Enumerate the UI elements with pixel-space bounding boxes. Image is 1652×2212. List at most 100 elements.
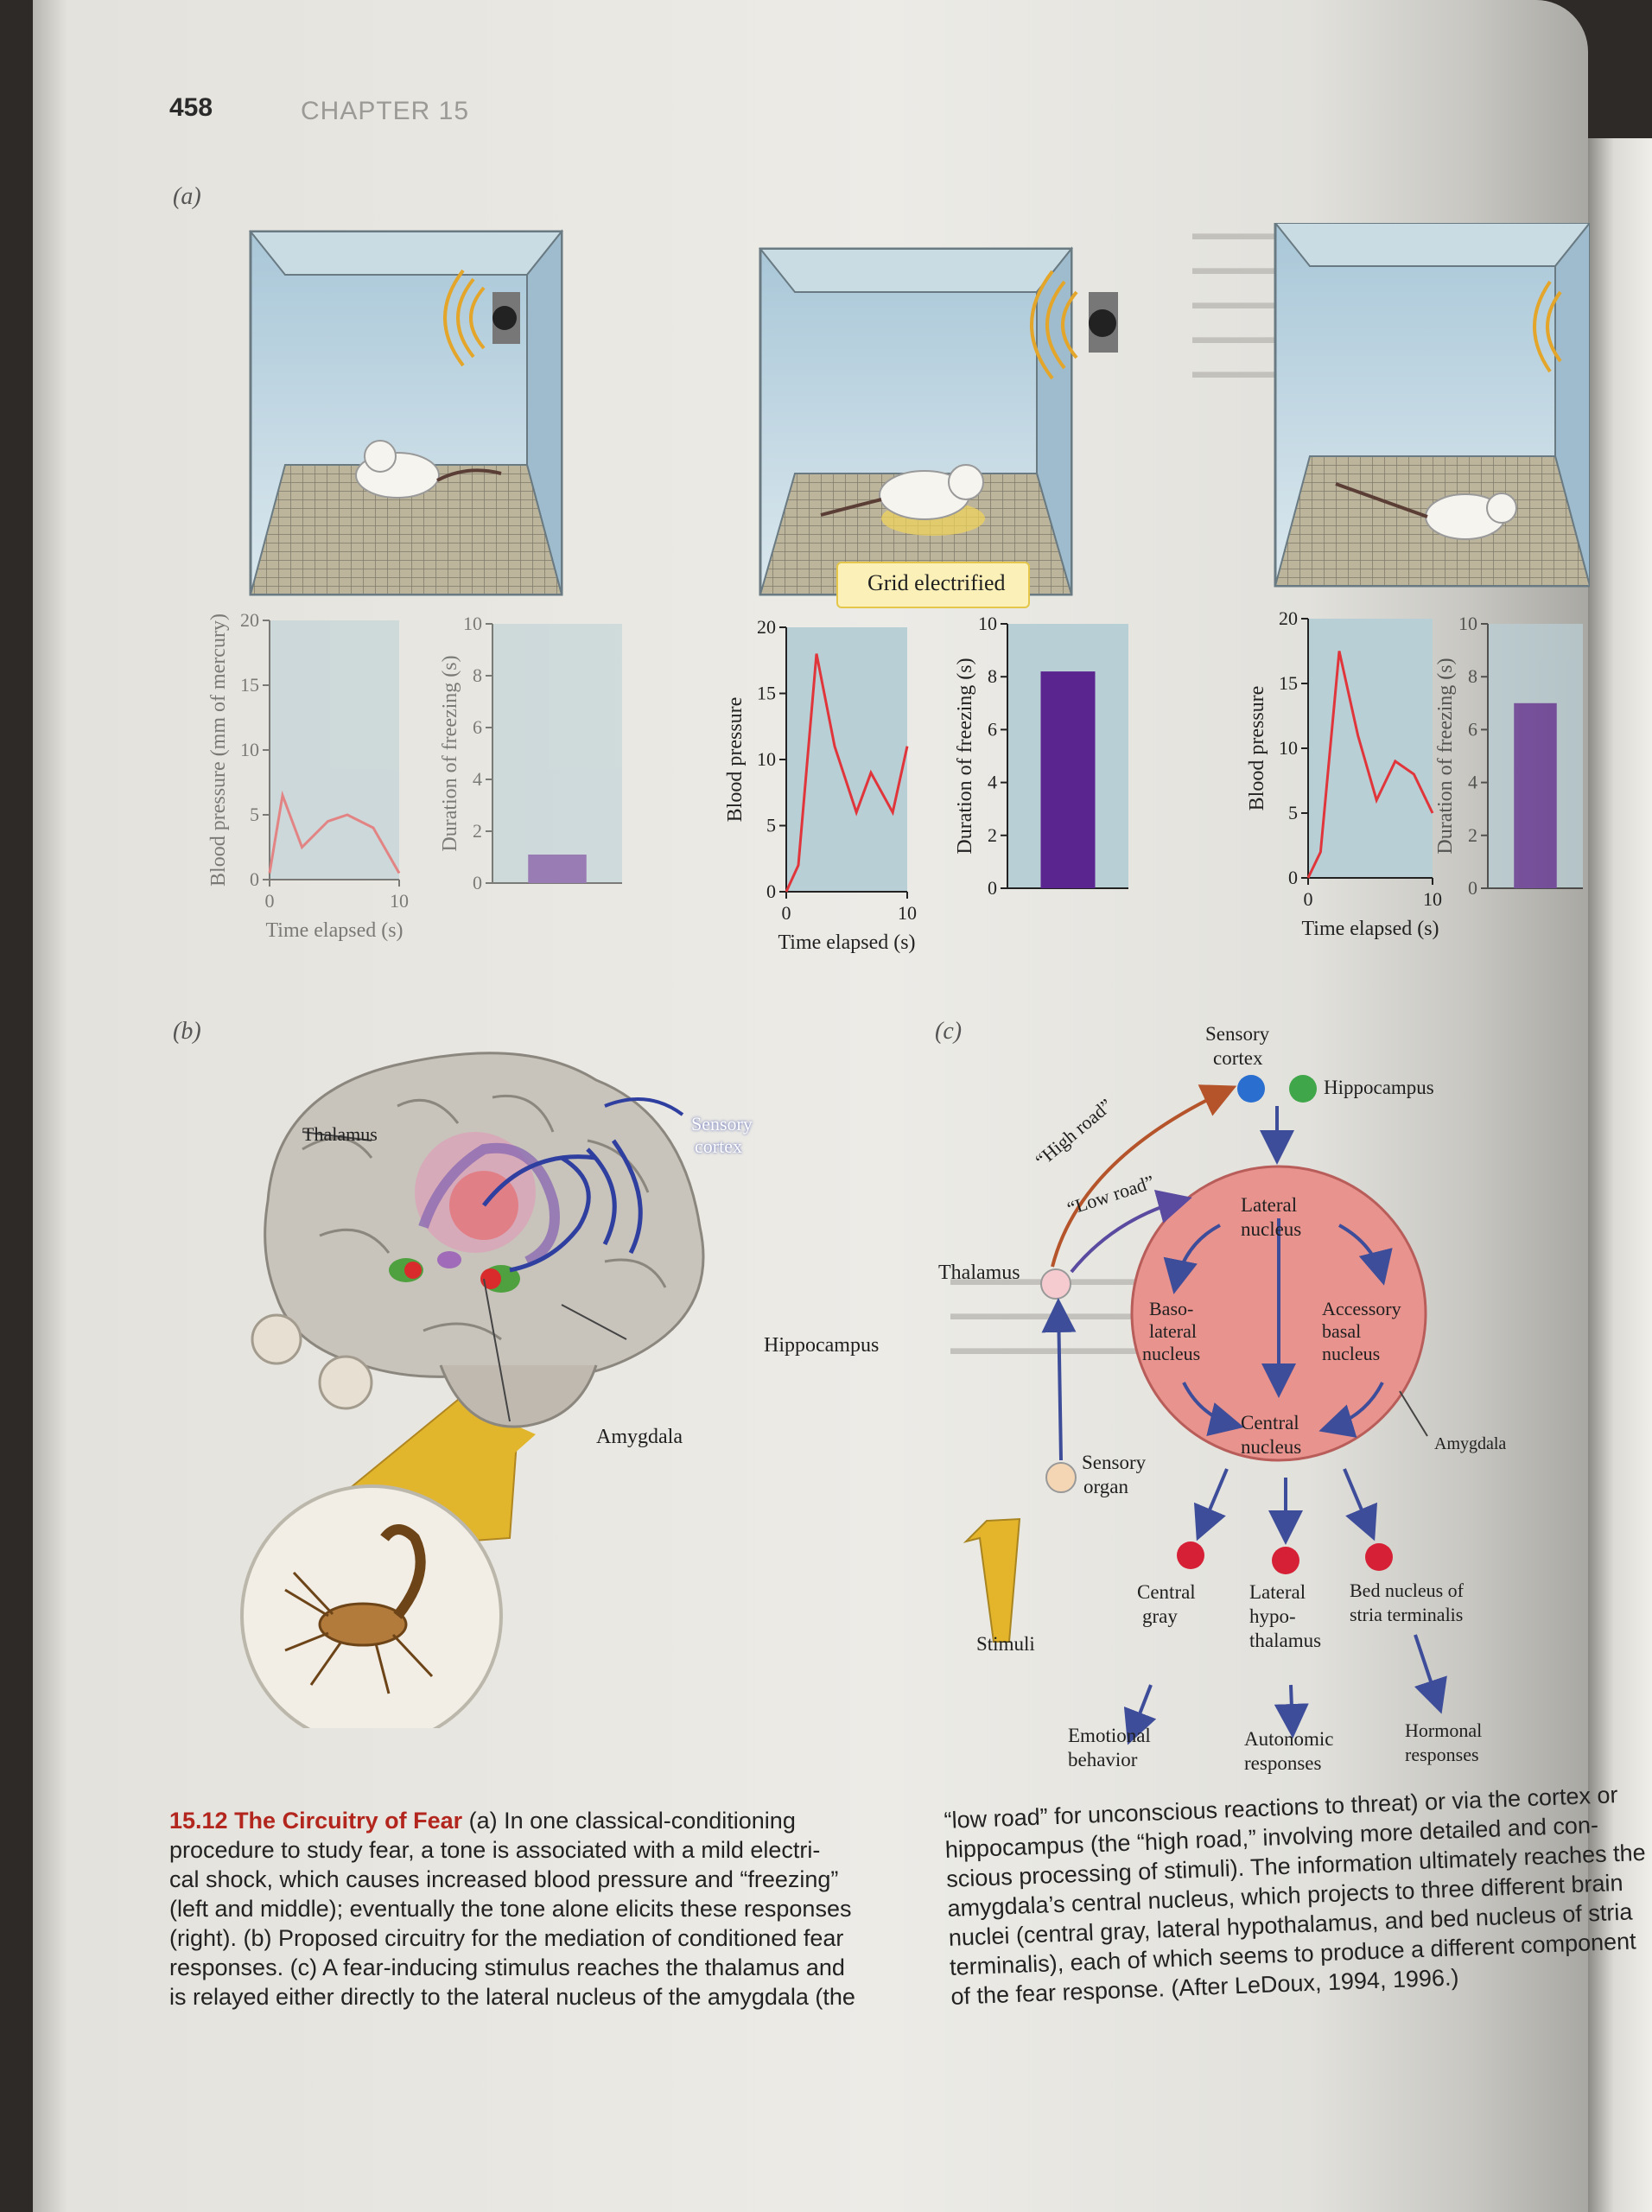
x-tick-label: 10 bbox=[1423, 888, 1442, 910]
circuit-label-sensory-cortex-2: cortex bbox=[1213, 1047, 1263, 1069]
y-tick-label: 10 bbox=[1458, 613, 1477, 634]
y-tick-label: 4 bbox=[1468, 772, 1477, 793]
y-tick-label: 5 bbox=[250, 804, 259, 825]
y-tick-label: 6 bbox=[473, 716, 482, 738]
blood-pressure-line bbox=[1306, 651, 1434, 879]
circuit-label-autonomic-responses: Autonomic bbox=[1244, 1728, 1334, 1750]
freezing-bar bbox=[528, 855, 587, 883]
thalamus-leader bbox=[302, 1131, 372, 1141]
circuit-label-amygdala: Amygdala bbox=[1434, 1434, 1507, 1453]
y-tick-label: 15 bbox=[1279, 672, 1298, 694]
x-tick-label: 0 bbox=[782, 902, 791, 924]
blood-pressure-line bbox=[268, 790, 401, 874]
x-axis-label: Time elapsed (s) bbox=[1301, 918, 1439, 940]
y-axis-label: Blood pressure (mm of mercury) bbox=[207, 613, 230, 887]
y-tick-label: 0 bbox=[1288, 867, 1298, 888]
circuit-label-basolateral-2: lateral bbox=[1149, 1320, 1197, 1342]
caption-line: (a) In one classical-conditioning bbox=[468, 1808, 796, 1834]
circuit-label-stimuli: Stimuli bbox=[976, 1633, 1035, 1655]
bed-nucleus-node bbox=[1365, 1543, 1393, 1571]
circuit-label-basolateral-3: nucleus bbox=[1142, 1343, 1201, 1364]
caption-line: procedure to study fear, a tone is assoc… bbox=[169, 1837, 821, 1863]
lateral-hypothalamus-node bbox=[1272, 1547, 1299, 1574]
hippocampus-leader bbox=[561, 1304, 627, 1340]
y-axis-label: Duration of freezing (s) bbox=[439, 655, 461, 851]
x-tick-label: 10 bbox=[390, 890, 409, 912]
y-tick-label: 0 bbox=[988, 877, 997, 899]
y-tick-label: 2 bbox=[988, 824, 997, 846]
brain-illustration bbox=[240, 1052, 705, 1728]
y-tick-label: 15 bbox=[757, 683, 776, 704]
y-tick-label: 8 bbox=[988, 665, 997, 687]
y-tick-label: 0 bbox=[1468, 877, 1477, 899]
figure-caption-left: 15.12 The Circuitry of Fear (a) In one c… bbox=[169, 1806, 855, 2012]
plot-area bbox=[492, 624, 622, 883]
y-tick-label: 10 bbox=[240, 739, 259, 760]
low-road-arrow bbox=[1070, 1189, 1192, 1274]
caption-line: (left and middle); eventually the tone a… bbox=[169, 1896, 852, 1922]
circuit-label-autonomic-responses-2: responses bbox=[1244, 1752, 1322, 1774]
freezing-bar bbox=[1040, 671, 1096, 888]
circuit-label-central-gray: Central bbox=[1137, 1581, 1196, 1603]
circuit-label-thalamus: Thalamus bbox=[938, 1262, 1020, 1284]
circuit-label-central: Central bbox=[1241, 1412, 1299, 1433]
circuit-label-emotional-behavior: Emotional bbox=[1068, 1725, 1151, 1746]
circuit-label-bed-nucleus: Bed nucleus of bbox=[1350, 1580, 1464, 1601]
y-tick-label: 2 bbox=[1468, 824, 1477, 846]
y-tick-label: 10 bbox=[757, 748, 776, 770]
circuit-label-sensory-organ-2: organ bbox=[1083, 1476, 1128, 1497]
circuit-label-accessory: Accessory bbox=[1322, 1298, 1401, 1319]
y-tick-label: 2 bbox=[473, 820, 482, 842]
grid-electrified-tag bbox=[836, 562, 1030, 608]
y-tick-label: 5 bbox=[766, 815, 776, 836]
y-tick-label: 4 bbox=[473, 768, 482, 790]
plot-area bbox=[1308, 619, 1433, 878]
y-tick-label: 6 bbox=[988, 718, 997, 740]
circuit-label-central-2: nucleus bbox=[1241, 1436, 1302, 1458]
scorpion-inset bbox=[240, 1398, 536, 1728]
y-tick-label: 8 bbox=[473, 664, 482, 686]
y-tick-label: 5 bbox=[1288, 802, 1298, 823]
y-tick-label: 8 bbox=[1468, 665, 1477, 687]
y-tick-label: 10 bbox=[1279, 737, 1298, 759]
circuit-label-central-gray-2: gray bbox=[1142, 1605, 1178, 1627]
figure-caption-right: “low road” for unconscious reactions to … bbox=[944, 1779, 1650, 2012]
y-tick-label: 4 bbox=[988, 772, 997, 793]
circuit-label-hormonal-responses: Hormonal bbox=[1405, 1719, 1483, 1741]
page-number: 458 bbox=[169, 93, 213, 122]
chapter-heading: CHAPTER 15 bbox=[301, 97, 470, 125]
circuit-label-bed-nucleus-2: stria terminalis bbox=[1350, 1604, 1464, 1625]
y-tick-label: 6 bbox=[1468, 718, 1477, 740]
y-tick-label: 10 bbox=[463, 613, 482, 634]
y-axis-label: Duration of freezing (s) bbox=[1434, 658, 1457, 854]
y-axis-label: Duration of freezing (s) bbox=[954, 658, 976, 854]
circuit-label-sensory-cortex: Sensory bbox=[1205, 1023, 1270, 1045]
panel-label-a: (a) bbox=[173, 183, 201, 210]
y-tick-label: 0 bbox=[473, 872, 482, 893]
y-tick-label: 15 bbox=[240, 674, 259, 696]
x-tick-label: 10 bbox=[898, 902, 917, 924]
figure-title: 15.12 The Circuitry of Fear bbox=[169, 1808, 463, 1834]
amygdala-leader bbox=[483, 1278, 511, 1422]
y-tick-label: 20 bbox=[757, 616, 776, 638]
circuit-label-lateral-hypothalamus-3: thalamus bbox=[1249, 1630, 1322, 1651]
high-road-arrow bbox=[1051, 1084, 1237, 1268]
circuit-label-lateral-hypothalamus: Lateral bbox=[1249, 1581, 1306, 1603]
cage-right bbox=[1274, 223, 1590, 588]
panel-label-b: (b) bbox=[173, 1018, 201, 1045]
sensory-cortex-node bbox=[1237, 1075, 1265, 1103]
y-axis-label: Blood pressure bbox=[1246, 686, 1268, 811]
panel-label-c: (c) bbox=[935, 1018, 963, 1045]
y-tick-label: 10 bbox=[978, 613, 997, 634]
cage-illustrations bbox=[248, 223, 1590, 596]
y-tick-label: 0 bbox=[250, 868, 259, 890]
circuit-label-accessory-3: nucleus bbox=[1322, 1343, 1381, 1364]
circuit-label-emotional-behavior-2: behavior bbox=[1068, 1749, 1138, 1770]
